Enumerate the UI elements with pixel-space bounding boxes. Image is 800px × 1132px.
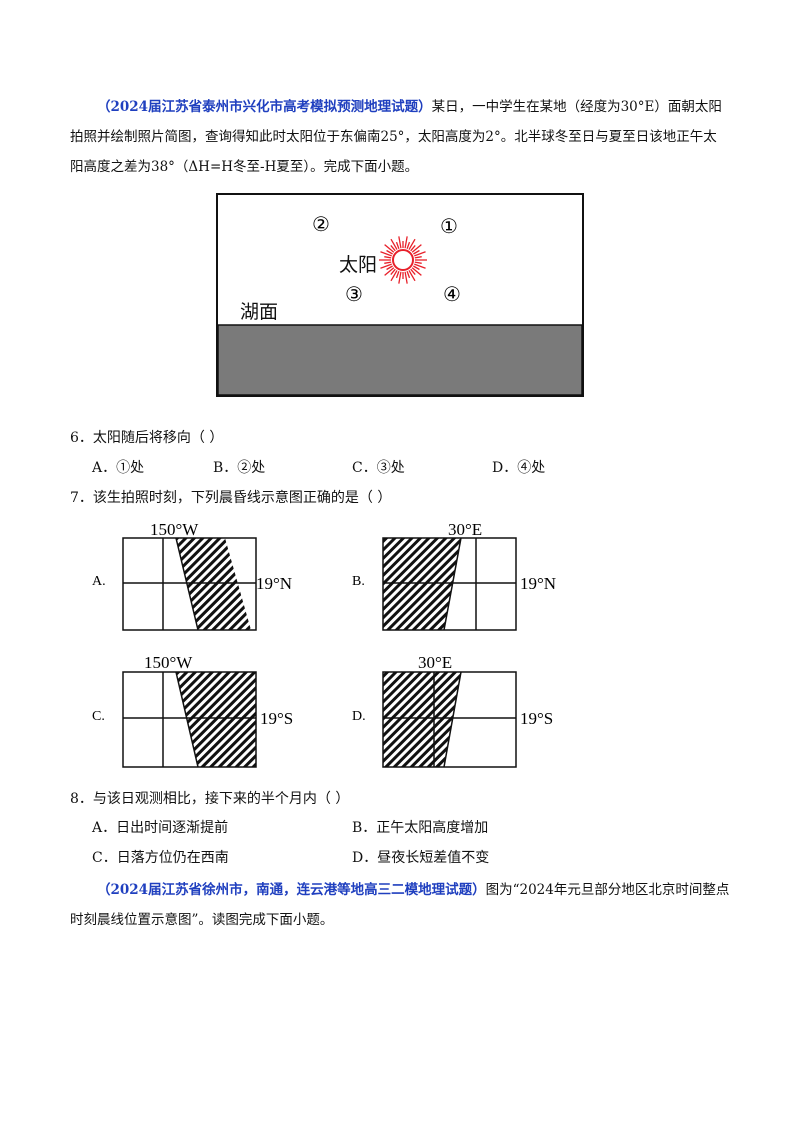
- intro-paragraph-2: （2024届江苏省徐州市，南通，连云港等地高三二模地理试题）图为“2024年元旦…: [70, 875, 730, 935]
- q8-option-d: D．昼夜长短差值不变: [352, 850, 490, 866]
- q6-option-b: B．②处: [213, 460, 266, 476]
- longitude-label-b: 30°E: [448, 520, 482, 539]
- lake-surface: [217, 324, 583, 396]
- latitude-label-c: 19°S: [260, 709, 293, 728]
- source-citation: （2024届江苏省泰州市兴化市高考模拟预测地理试题）: [97, 99, 432, 115]
- marker-2: ②: [312, 214, 330, 236]
- option-letter-d: D.: [352, 709, 366, 724]
- q6-option-a: A．①处: [92, 460, 145, 476]
- q8-option-a: A．日出时间逐渐提前: [92, 820, 229, 836]
- lake-label: 湖面: [240, 301, 278, 323]
- question-7-stem: 7．该生拍照时刻，下列晨昏线示意图正确的是（ ）: [70, 490, 392, 506]
- intro-text-2: 图为“2024年元旦部分地区北京时间整点时刻晨线位置示意图”。读图完成下面小题。: [70, 882, 730, 928]
- longitude-label-a: 150°W: [150, 520, 199, 539]
- latitude-label-b: 19°N: [520, 574, 556, 593]
- terminator-figure-a: A. 150°W 19°N: [92, 520, 292, 631]
- intro-text: 某日，一中学生在某地（经度为30°E）面朝太阳拍照并绘制照片简图，查询得知此时太…: [70, 99, 722, 175]
- latitude-label-a: 19°N: [256, 574, 292, 593]
- terminator-figure-d: D. 30°E 19°S: [352, 653, 553, 768]
- option-letter-a: A.: [92, 574, 106, 589]
- marker-1: ①: [440, 216, 458, 238]
- terminator-figure-c: C. 150°W 19°S: [92, 653, 293, 768]
- q6-option-d: D．④处: [492, 460, 546, 476]
- marker-3: ③: [345, 284, 363, 306]
- terminator-figure-b: B. 30°E 19°N: [352, 520, 556, 631]
- question-8-stem: 8．与该日观测相比，接下来的半个月内（ ）: [70, 791, 350, 807]
- q8-option-c: C．日落方位仍在西南: [92, 850, 229, 866]
- latitude-label-d: 19°S: [520, 709, 553, 728]
- longitude-label-c: 150°W: [144, 653, 193, 672]
- option-letter-b: B.: [352, 574, 365, 589]
- q6-option-c: C．③处: [352, 460, 405, 476]
- source-citation-2: （2024届江苏省徐州市，南通，连云港等地高三二模地理试题）: [97, 882, 486, 898]
- q8-option-b: B．正午太阳高度增加: [352, 820, 489, 836]
- sun-icon: [379, 236, 427, 284]
- longitude-label-d: 30°E: [418, 653, 452, 672]
- intro-paragraph-1: （2024届江苏省泰州市兴化市高考模拟预测地理试题）某日，一中学生在某地（经度为…: [70, 92, 730, 182]
- photo-sketch-figure: ② ① ③ ④ 太阳 湖面: [216, 193, 584, 397]
- question-6-stem: 6．太阳随后将移向（ ）: [70, 430, 224, 446]
- sun-label: 太阳: [339, 254, 377, 276]
- option-letter-c: C.: [92, 709, 105, 724]
- marker-4: ④: [443, 284, 461, 306]
